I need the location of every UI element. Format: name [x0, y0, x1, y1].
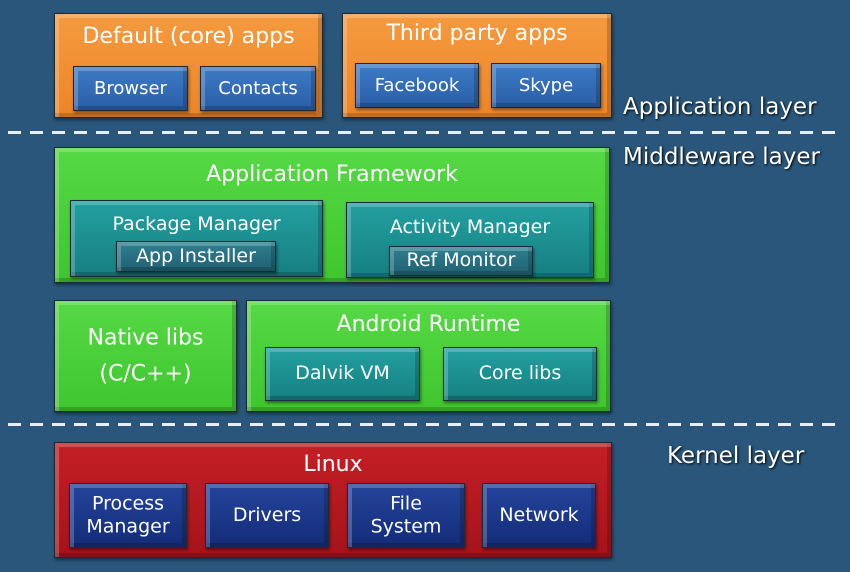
package-manager-title: Package Manager	[112, 213, 281, 235]
native-libs-box: Native libs (C/C++)	[54, 300, 237, 412]
app-installer-box: App Installer	[116, 241, 276, 272]
browser-label: Browser	[94, 77, 167, 99]
process-manager-label: Process Manager	[70, 492, 186, 540]
native-libs-line2: (C/C++)	[99, 361, 192, 386]
facebook-label: Facebook	[374, 74, 460, 96]
facebook-box: Facebook	[355, 63, 479, 108]
skype-box: Skype	[491, 63, 601, 108]
package-manager-box: Package Manager App Installer	[70, 200, 323, 277]
network-box: Network	[482, 483, 596, 548]
android-runtime-title: Android Runtime	[336, 312, 521, 337]
contacts-box: Contacts	[200, 66, 316, 111]
middleware-layer-label: Middleware layer	[623, 144, 820, 170]
native-libs-line1: Native libs	[87, 325, 204, 351]
linux-title: Linux	[303, 452, 363, 477]
file-system-line2: System	[370, 515, 442, 538]
activity-manager-box: Activity Manager Ref Monitor	[346, 202, 594, 278]
third-party-apps-box: Third party apps Facebook Skype	[342, 13, 612, 118]
core-libs-label: Core libs	[478, 362, 562, 385]
native-libs-label: Native libs (C/C++)	[55, 325, 236, 388]
app-installer-label: App Installer	[136, 244, 256, 267]
kernel-layer-label: Kernel layer	[667, 443, 805, 469]
file-system-line1: File	[390, 491, 422, 514]
contacts-label: Contacts	[218, 77, 298, 99]
default-apps-title: Default (core) apps	[82, 24, 295, 49]
application-framework-title: Application Framework	[206, 162, 458, 187]
android-runtime-box: Android Runtime Dalvik VM Core libs	[246, 300, 611, 412]
application-middleware-divider	[8, 131, 842, 134]
drivers-label: Drivers	[232, 503, 302, 526]
activity-manager-title: Activity Manager	[389, 216, 551, 238]
application-layer-label: Application layer	[623, 94, 817, 120]
default-apps-box: Default (core) apps Browser Contacts	[54, 13, 323, 118]
skype-label: Skype	[518, 74, 574, 96]
file-system-label: File System	[348, 492, 464, 540]
process-manager-line1: Process	[91, 491, 165, 514]
process-manager-line2: Manager	[86, 515, 170, 538]
application-framework-box: Application Framework Package Manager Ap…	[54, 147, 610, 283]
file-system-box: File System	[347, 483, 465, 548]
dalvik-vm-box: Dalvik VM	[265, 347, 420, 401]
process-manager-box: Process Manager	[69, 483, 187, 548]
third-party-apps-title: Third party apps	[386, 21, 568, 46]
middleware-kernel-divider	[8, 423, 842, 426]
core-libs-box: Core libs	[443, 347, 597, 401]
browser-box: Browser	[73, 66, 188, 111]
linux-box: Linux Process Manager Drivers File Syste…	[54, 442, 612, 558]
dalvik-vm-label: Dalvik VM	[295, 362, 390, 385]
ref-monitor-box: Ref Monitor	[389, 246, 533, 276]
network-label: Network	[499, 503, 579, 526]
ref-monitor-label: Ref Monitor	[406, 249, 516, 272]
drivers-box: Drivers	[205, 483, 329, 548]
